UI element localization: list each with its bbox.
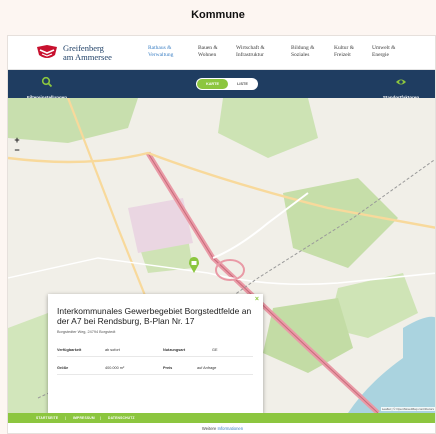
footer-link-datenschutz[interactable]: DATENSCHUTZ — [108, 416, 135, 420]
brand-name[interactable]: Greifenberg am Ammersee — [63, 44, 112, 62]
footer-link-impressum[interactable]: IMPRESSUM — [73, 416, 95, 420]
municipality-crest-icon[interactable] — [36, 44, 58, 62]
search-icon — [41, 76, 53, 88]
availability-key: Verfügbarkeit — [57, 348, 82, 352]
usage-type-key: Nutzungsart — [163, 348, 186, 352]
filter-settings-label: Filtereinstellungen — [22, 95, 72, 100]
brand-line-2: am Ammersee — [63, 52, 112, 62]
brand-line-1: Greifenberg — [63, 43, 104, 53]
nav-label: Freizeit — [334, 51, 351, 58]
size-value: 400.000 m² — [105, 366, 125, 370]
nav-label: Energie — [372, 51, 390, 58]
property-title: Interkommunales Gewerbegebiet Borgstedtf… — [57, 306, 252, 326]
site-header: Greifenberg am Ammersee Rathaus & Verwal… — [8, 36, 435, 70]
property-popup: × Interkommunales Gewerbegebiet Borgsted… — [48, 294, 263, 414]
property-row: Größe 400.000 m² Preis auf Anfrage — [57, 364, 253, 375]
nav-label: Infrastruktur — [236, 51, 264, 58]
interchange — [215, 259, 245, 281]
nav-label: Soziales — [291, 51, 310, 58]
road — [207, 272, 435, 286]
property-address: Borgstedter Weg, 24794 Borgstedt — [57, 330, 116, 334]
location-factors-label: Standortfaktoren — [371, 95, 431, 100]
nav-label: Rathaus & — [148, 45, 172, 51]
zoom-in-button[interactable]: + — [14, 135, 20, 145]
road — [212, 192, 309, 259]
map-attribution[interactable]: Leaflet | © OpenStreetMap contributors — [380, 407, 435, 411]
toggle-list-option[interactable]: LISTE — [237, 82, 248, 86]
nav-label: Wohnen — [198, 51, 217, 58]
nav-label: Kultur & — [334, 45, 355, 51]
zoom-controls: + − — [12, 136, 22, 156]
nav-bildung-soziales[interactable]: Bildung & Soziales — [291, 45, 314, 58]
nav-umwelt-energie[interactable]: Umwelt & Energie — [372, 45, 395, 58]
nav-label: Bildung & — [291, 45, 315, 51]
map-marker-icon[interactable] — [189, 257, 199, 273]
footer-separator: | — [65, 415, 67, 420]
nav-bauen-wohnen[interactable]: Bauen & Wohnen — [198, 45, 218, 58]
forest-area — [218, 98, 318, 158]
more-info-link[interactable]: Weitere Informationen — [8, 423, 435, 433]
road — [8, 151, 435, 229]
availability-value: ab sofort — [105, 348, 120, 352]
eye-icon — [396, 79, 406, 85]
footer-separator: | — [100, 415, 102, 420]
zoom-out-button[interactable]: − — [14, 145, 20, 155]
filter-settings-button[interactable]: Filtereinstellungen — [22, 75, 72, 100]
page-title: Kommune — [191, 9, 245, 21]
footer-bar: STARTSEITE | IMPRESSUM | DATENSCHUTZ — [8, 413, 435, 423]
nav-label: Verwaltung — [148, 51, 174, 58]
nav-rathaus-verwaltung[interactable]: Rathaus & Verwaltung — [148, 45, 173, 58]
usage-type-value: GE — [212, 348, 218, 352]
close-icon[interactable]: × — [254, 296, 259, 303]
toggle-map-option[interactable]: KARTE — [197, 79, 228, 89]
filter-bar: Filtereinstellungen KARTE LISTE Standort… — [8, 70, 435, 100]
price-value: auf Anfrage — [197, 366, 217, 370]
forest-area — [263, 298, 353, 373]
nav-label: Umwelt & — [372, 45, 396, 51]
forest-area — [8, 98, 138, 143]
nav-kultur-freizeit[interactable]: Kultur & Freizeit — [334, 45, 354, 58]
more-info-accent: Informationen — [217, 426, 244, 431]
road — [8, 257, 209, 279]
property-row: Verfügbarkeit ab sofort Nutzungsart GE — [57, 346, 253, 357]
location-factors-button[interactable]: Standortfaktoren — [371, 75, 431, 100]
industrial-area — [128, 198, 193, 253]
forest-area — [8, 313, 48, 413]
forest-area — [328, 273, 418, 338]
lake — [348, 316, 435, 413]
forest-area — [283, 178, 398, 268]
price-key: Preis — [163, 366, 173, 370]
nav-label: Bauen & — [198, 45, 218, 51]
nav-label: Wirtschaft & — [236, 45, 265, 51]
browser-frame: Greifenberg am Ammersee Rathaus & Verwal… — [7, 35, 436, 434]
nav-wirtschaft-infrastruktur[interactable]: Wirtschaft & Infrastruktur — [236, 45, 265, 58]
more-info-prefix: Weitere — [201, 426, 217, 431]
view-toggle[interactable]: KARTE LISTE — [196, 78, 258, 90]
size-key: Größe — [57, 366, 69, 370]
footer-link-startseite[interactable]: STARTSEITE — [36, 416, 59, 420]
